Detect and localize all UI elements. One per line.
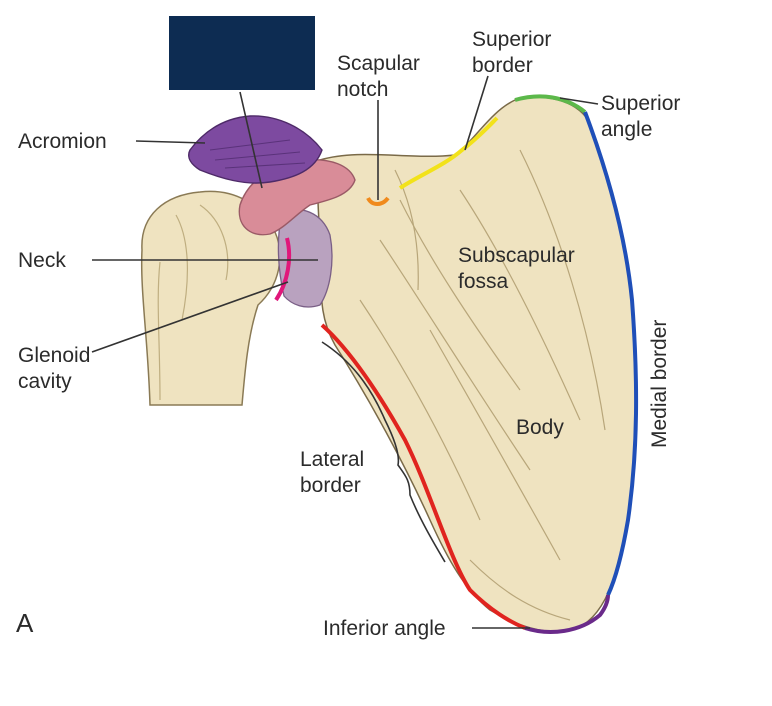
humerus-shading	[157, 204, 229, 401]
scapular-notch-line	[366, 196, 390, 206]
acromion-leader	[135, 140, 206, 144]
scapular-notch-label-line2: notch	[337, 78, 388, 101]
medial-border-label: Medial border	[648, 320, 671, 448]
subscapular-fossa-label-line1: Subscapular	[458, 244, 575, 267]
glenoid-region	[277, 208, 333, 308]
glenoid-label-line2: cavity	[18, 370, 72, 393]
superior-angle-line	[514, 94, 587, 114]
hidden-label-box	[169, 16, 315, 90]
scapula-body	[317, 96, 637, 633]
inferior-angle-label: Inferior angle	[323, 617, 446, 640]
acromion-hatching	[209, 139, 306, 169]
superior-border-leader	[464, 75, 489, 151]
lateral-border-label-line2: border	[300, 474, 361, 497]
body-label: Body	[516, 416, 564, 439]
superior-border-label-line1: Superior	[472, 28, 551, 51]
acromion-label: Acromion	[18, 130, 107, 153]
bone-texture	[359, 149, 606, 621]
glenoid-label-line1: Glenoid	[18, 344, 90, 367]
scapular-notch-label-line1: Scapular	[337, 52, 420, 75]
glenoid-leader	[91, 281, 289, 353]
neck-label: Neck	[18, 249, 66, 272]
acromion-process	[188, 115, 323, 184]
superior-angle-label-line2: angle	[601, 118, 652, 141]
superior-border-line	[398, 116, 499, 190]
figure-letter: A	[16, 608, 34, 638]
lateral-border-bracket	[321, 341, 446, 563]
inferior-angle-line	[524, 594, 610, 634]
lateral-border-label-line1: Lateral	[300, 448, 364, 471]
subscapular-fossa-label-line2: fossa	[458, 270, 509, 293]
lateral-border-line	[320, 323, 526, 630]
humerus-bone	[140, 190, 281, 406]
medial-border-line	[583, 111, 639, 596]
glenoid-cavity-line	[274, 237, 292, 302]
hidden-label-leader	[239, 91, 263, 189]
superior-angle-leader	[559, 97, 599, 105]
superior-border-label-line2: border	[472, 54, 533, 77]
superior-angle-label-line1: Superior	[601, 92, 680, 115]
